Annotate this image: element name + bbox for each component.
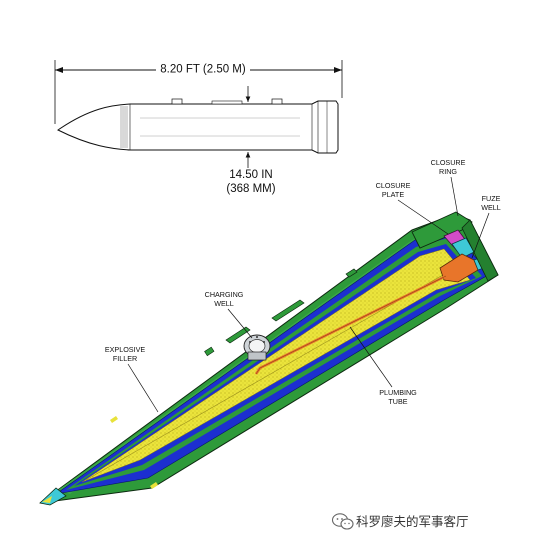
lug-c bbox=[345, 268, 358, 278]
charging-well-label-1: CHARGING bbox=[205, 290, 244, 299]
nose-plug bbox=[42, 496, 52, 503]
arrow-right-icon bbox=[334, 67, 342, 73]
length-label: 8.20 FT (2.50 M) bbox=[160, 64, 246, 76]
suspension-lug-front bbox=[171, 98, 183, 105]
lug-b bbox=[271, 299, 305, 322]
plumbing-tube-label-2: TUBE bbox=[388, 397, 407, 406]
watermark-text: 科罗廖夫的军事客厅 bbox=[356, 514, 469, 529]
fuze-well-label-1: FUZE bbox=[482, 194, 501, 203]
charging-well bbox=[243, 334, 271, 361]
plumbing-tube-label-1: PLUMBING bbox=[379, 388, 417, 397]
closure-plate-label-2: PLATE bbox=[382, 190, 404, 199]
explosive-filler bbox=[81, 248, 471, 483]
explosive-filler-label-2: FILLER bbox=[113, 354, 137, 363]
diameter-label-line1: 14.50 IN bbox=[229, 169, 272, 181]
closure-ring-label-2: RING bbox=[439, 167, 457, 176]
cutaway-view bbox=[39, 211, 499, 506]
closure-ring-label-1: CLOSURE bbox=[431, 158, 466, 167]
explosive-filler-label-1: EXPLOSIVE bbox=[105, 345, 146, 354]
wechat-icon bbox=[331, 513, 354, 530]
side-view: 8.20 FT (2.50 M) 14.50 IN (368 MM) bbox=[54, 60, 343, 195]
lug-a bbox=[225, 326, 251, 344]
suspension-lug-rear bbox=[271, 98, 283, 105]
watermark: 科罗廖夫的军事客厅 bbox=[331, 513, 469, 530]
charging-well-label-2: WELL bbox=[214, 299, 234, 308]
tail-end-face bbox=[461, 219, 499, 282]
fuze-well-label-2: WELL bbox=[481, 203, 501, 212]
bomb-side-outline bbox=[57, 100, 339, 154]
arrow-left-icon bbox=[55, 67, 63, 73]
charging-well-cover bbox=[211, 100, 243, 105]
callouts: CLOSURE RING CLOSURE PLATE FUZE WELL CHA… bbox=[105, 158, 501, 413]
diameter-label-line2: (368 MM) bbox=[226, 183, 275, 195]
closure-plate-label-1: CLOSURE bbox=[376, 181, 411, 190]
